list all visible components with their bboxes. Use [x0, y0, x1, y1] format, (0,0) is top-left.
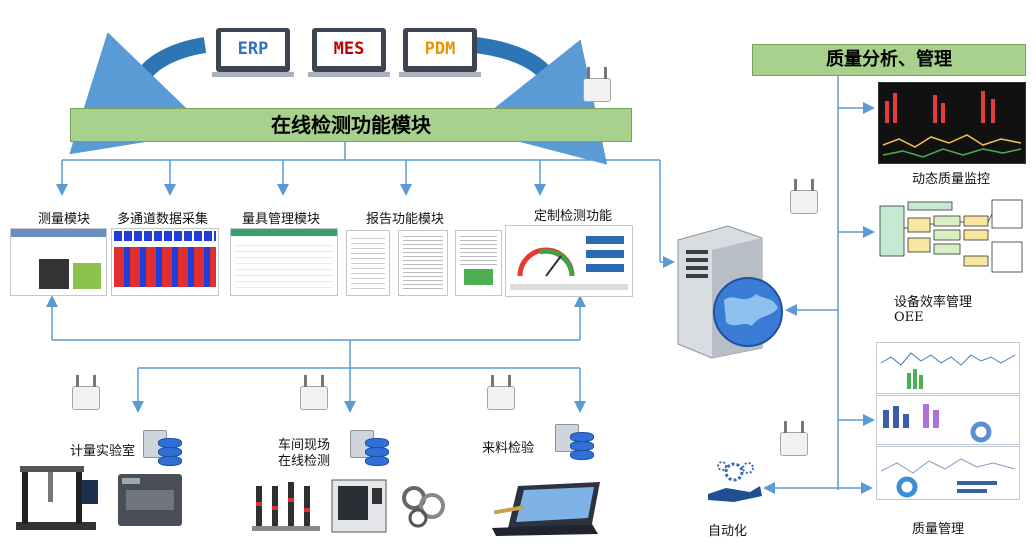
module-label-gauge: 量具管理模块	[242, 212, 321, 227]
tablet-inspection-icon	[492, 482, 600, 536]
database-icon	[365, 438, 389, 466]
module-label-measure: 测量模块	[38, 212, 91, 227]
custom-inspection-screenshot	[505, 225, 633, 297]
measure-module-screenshot	[10, 228, 107, 296]
quality-report-screenshot-3	[876, 446, 1020, 500]
cmm-machine-icon	[16, 466, 98, 530]
pdm-system-icon: PDM	[399, 28, 481, 77]
wifi-router-icon	[790, 179, 818, 214]
site-label-workshop: 车间现场	[278, 438, 331, 453]
report-module-screenshot-1	[346, 230, 390, 296]
mes-system-icon: MES	[308, 28, 390, 77]
database-icon	[570, 432, 594, 460]
oee-flow-chart	[878, 198, 1024, 278]
right-label-oee: OEE	[894, 310, 924, 325]
mes-label: MES	[317, 32, 381, 66]
erp-label: ERP	[221, 32, 285, 66]
wifi-router-icon	[72, 375, 100, 410]
gauge-module-screenshot	[230, 228, 338, 296]
bearing-parts-icon	[402, 486, 445, 528]
gauge-dial-icon	[510, 236, 628, 290]
web-server-icon	[677, 225, 783, 359]
module-label-multichannel: 多通道数据采集	[117, 212, 209, 227]
site-label-incoming-inspection: 来料检验	[482, 441, 535, 456]
pdm-label: PDM	[408, 32, 472, 66]
report-module-screenshot-2	[398, 230, 448, 296]
right-label-dynamic-monitor: 动态质量监控	[912, 172, 991, 187]
wifi-router-icon	[583, 67, 611, 102]
wifi-router-icon	[487, 375, 515, 410]
quality-report-screenshot-1	[876, 342, 1020, 394]
site-label-metrology-lab: 计量实验室	[70, 444, 136, 459]
right-label-automation: 自动化	[708, 524, 748, 539]
erp-system-icon: ERP	[212, 28, 294, 77]
module-label-report: 报告功能模块	[366, 212, 445, 227]
database-icon	[158, 438, 182, 466]
measuring-instrument-icon	[118, 474, 182, 526]
online-inspection-banner: 在线检测功能模块	[70, 108, 632, 142]
right-label-equipment-efficiency: 设备效率管理	[894, 295, 973, 310]
right-label-quality-management: 质量管理	[912, 522, 965, 537]
report-module-screenshot-3	[455, 230, 502, 296]
gauge-stands-icon	[252, 482, 320, 531]
quality-analysis-banner: 质量分析、管理	[752, 44, 1026, 76]
automation-gears-icon	[708, 461, 762, 502]
module-label-custom: 定制检测功能	[534, 209, 613, 224]
wifi-router-icon	[780, 421, 808, 456]
wifi-router-icon	[300, 375, 328, 410]
quality-report-screenshot-2	[876, 395, 1020, 445]
multichannel-module-screenshot	[111, 228, 219, 296]
cnc-machine-icon	[331, 479, 387, 533]
dynamic-quality-dashboard	[878, 82, 1026, 164]
site-label-online-inspection: 在线检测	[278, 454, 331, 469]
